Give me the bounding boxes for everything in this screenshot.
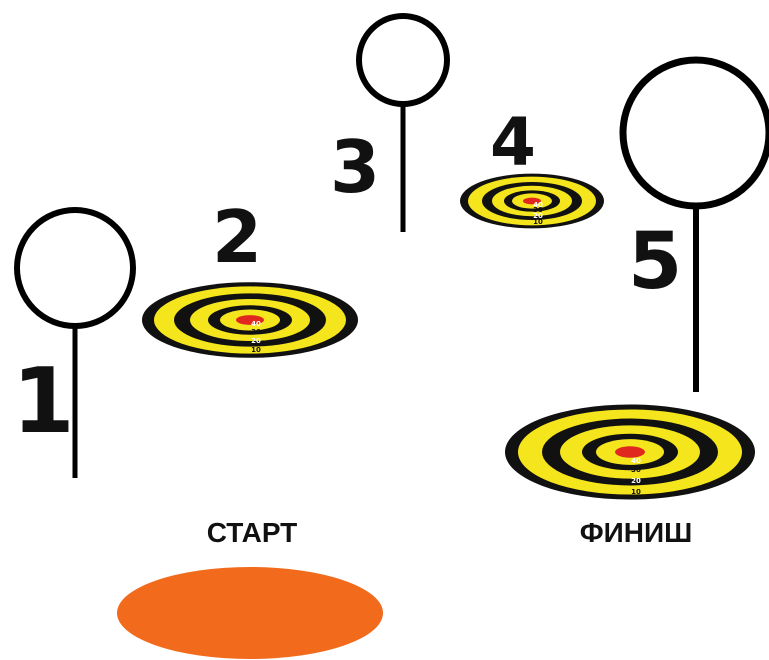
hoop-ring (14, 207, 136, 329)
target-score-label: 30 (251, 328, 261, 336)
station-number-5: 5 (628, 217, 682, 307)
target-score-label: 10 (631, 488, 641, 496)
finish-label: ФИНИШ (580, 517, 693, 548)
station-4-target (460, 173, 604, 229)
target-score-label: 10 (533, 218, 543, 226)
target-score-label: 40 (251, 320, 261, 328)
finish-target (505, 404, 755, 500)
target-bullseye (523, 197, 541, 205)
station-2-target (142, 282, 358, 358)
target-score-label: 20 (533, 212, 543, 220)
hoop-ring (619, 56, 769, 210)
start-label: СТАРТ (207, 517, 298, 548)
target-bullseye (615, 446, 645, 458)
station-number-2: 2 (212, 195, 262, 279)
start-zone (117, 567, 383, 659)
hoop-ring (356, 13, 450, 107)
station-number-4: 4 (490, 104, 536, 181)
target-score-label: 30 (631, 466, 641, 474)
target-score-label: 20 (251, 337, 261, 345)
target-score-label: 20 (631, 477, 641, 485)
target-score-label: 40 (533, 201, 543, 209)
station-1-hoop (14, 207, 136, 478)
station-number-3: 3 (330, 125, 380, 209)
target-score-label: 10 (251, 346, 261, 354)
target-score-label: 30 (533, 206, 543, 214)
station-5-hoop (619, 56, 769, 392)
station-number-1: 1 (12, 349, 75, 454)
station-3-hoop (356, 13, 450, 232)
target-score-label: 40 (631, 457, 641, 465)
target-bullseye (236, 315, 264, 325)
